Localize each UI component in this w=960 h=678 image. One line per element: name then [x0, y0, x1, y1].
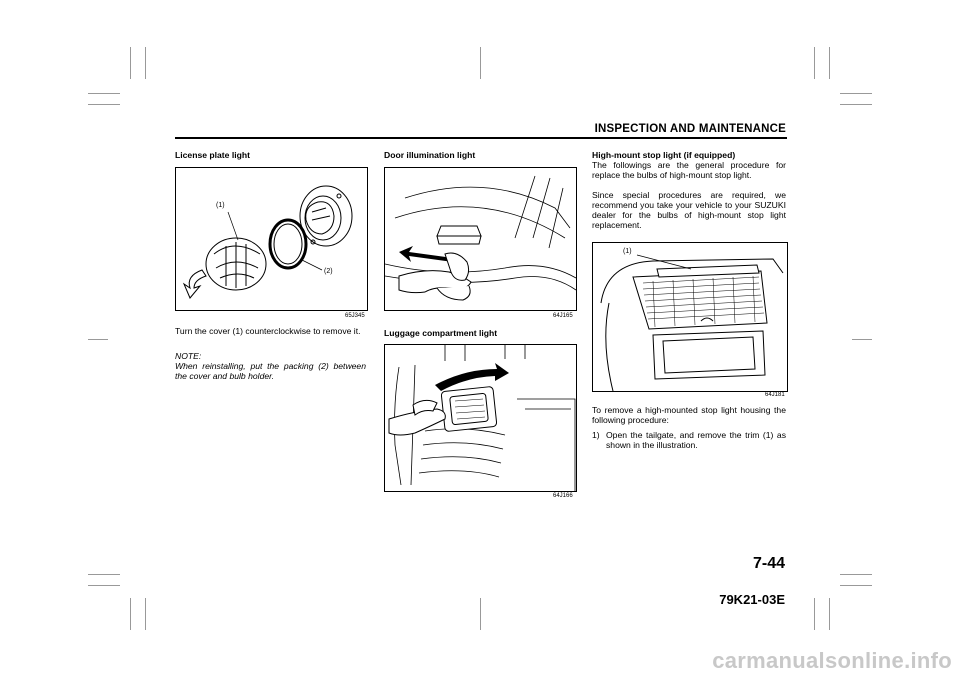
header-rule: [175, 137, 787, 139]
step-1: 1) Open the tailgate, and remove the tri…: [592, 430, 786, 450]
license-plate-light-instructions: Turn the cover (1) counterclockwise to r…: [175, 326, 361, 336]
figure-code: 64J166: [553, 493, 573, 499]
note-label: NOTE:: [175, 351, 202, 361]
luggage-compartment-light-illustration: [388, 345, 576, 491]
figure-code: 64J181: [765, 392, 785, 398]
license-plate-light-figure: (1) (2): [175, 167, 368, 311]
high-mount-stop-light-illustration: [600, 254, 784, 391]
removal-procedure-intro: To remove a high-mounted stop light hous…: [592, 405, 786, 425]
door-illumination-light-heading: Door illumination light: [384, 150, 476, 160]
dealer-recommendation-text: Since special procedures are required, w…: [592, 190, 786, 230]
step-number: 1): [592, 430, 600, 440]
document-code: 79K21-03E: [719, 592, 785, 607]
luggage-compartment-light-figure: [384, 344, 577, 492]
procedure-intro-text: The followings are the general procedure…: [592, 160, 786, 180]
figure-code: 64J165: [553, 313, 573, 319]
luggage-compartment-light-heading: Luggage compartment light: [384, 328, 498, 338]
figure-label-packing: (2): [324, 268, 333, 275]
step-text: Open the tailgate, and remove the trim (…: [606, 430, 786, 450]
note-text: When reinstalling, put the packing (2) b…: [175, 361, 366, 381]
figure-label-cover: (1): [216, 202, 225, 209]
license-plate-light-illustration: [182, 185, 353, 299]
license-plate-light-heading: License plate light: [175, 150, 250, 160]
door-illumination-light-figure: [384, 167, 577, 311]
high-mount-stop-light-heading: High-mount stop light (if equipped): [592, 150, 736, 160]
door-illumination-light-illustration: [385, 175, 576, 301]
high-mount-stop-light-figure: (1): [592, 242, 788, 392]
section-title: INSPECTION AND MAINTENANCE: [594, 123, 786, 135]
figure-label-trim: (1): [623, 248, 632, 255]
page-number: 7-44: [752, 555, 785, 572]
watermark: carmanualsonline.info: [712, 648, 952, 673]
figure-code: 65J345: [345, 313, 365, 319]
